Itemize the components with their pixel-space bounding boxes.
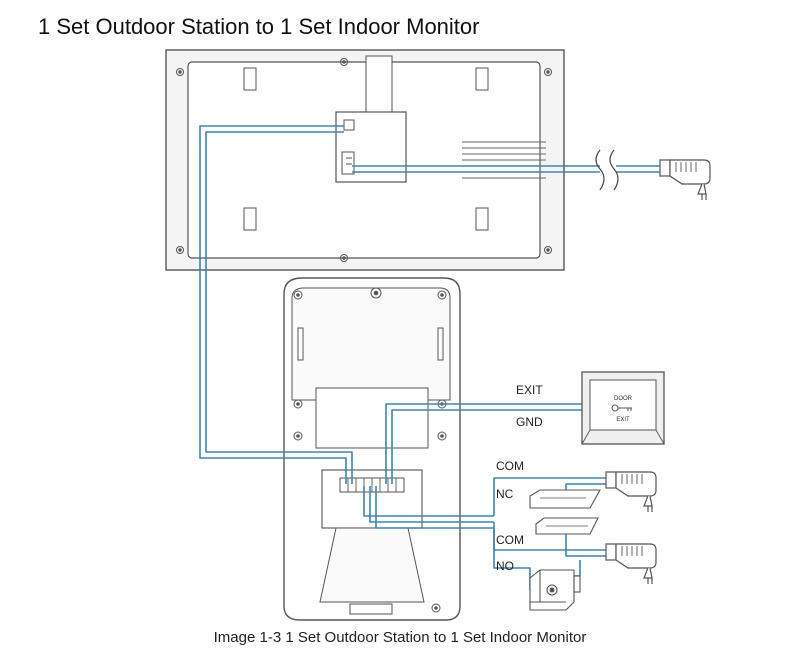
door-button-label-bottom: EXIT [616,417,630,423]
nc-terminal-label: NC [496,487,514,501]
outdoor-station [283,277,461,621]
gnd-terminal-label: GND [516,415,543,429]
no-terminal-label: NO [496,559,514,573]
power-adapter-icon [605,471,657,512]
key-icon [611,404,632,412]
exit-terminal-label: EXIT [516,383,543,397]
magnetic-lock-icon [529,489,601,535]
electric-lock-icon [529,569,581,611]
power-adapter-icon [659,159,711,200]
screw-hole-icon [176,58,552,262]
indoor-monitor [165,49,565,271]
figure-caption: Image 1-3 1 Set Outdoor Station to 1 Set… [213,629,587,646]
power-adapter-icon [605,543,657,584]
wire-break-mark [595,149,619,191]
page-title: 1 Set Outdoor Station to 1 Set Indoor Mo… [38,14,480,39]
com-terminal-label-2: COM [496,533,524,547]
door-button-label-top: DOOR [614,396,633,402]
door-exit-button-icon: DOOR EXIT [581,371,665,445]
com-terminal-label: COM [496,459,524,473]
